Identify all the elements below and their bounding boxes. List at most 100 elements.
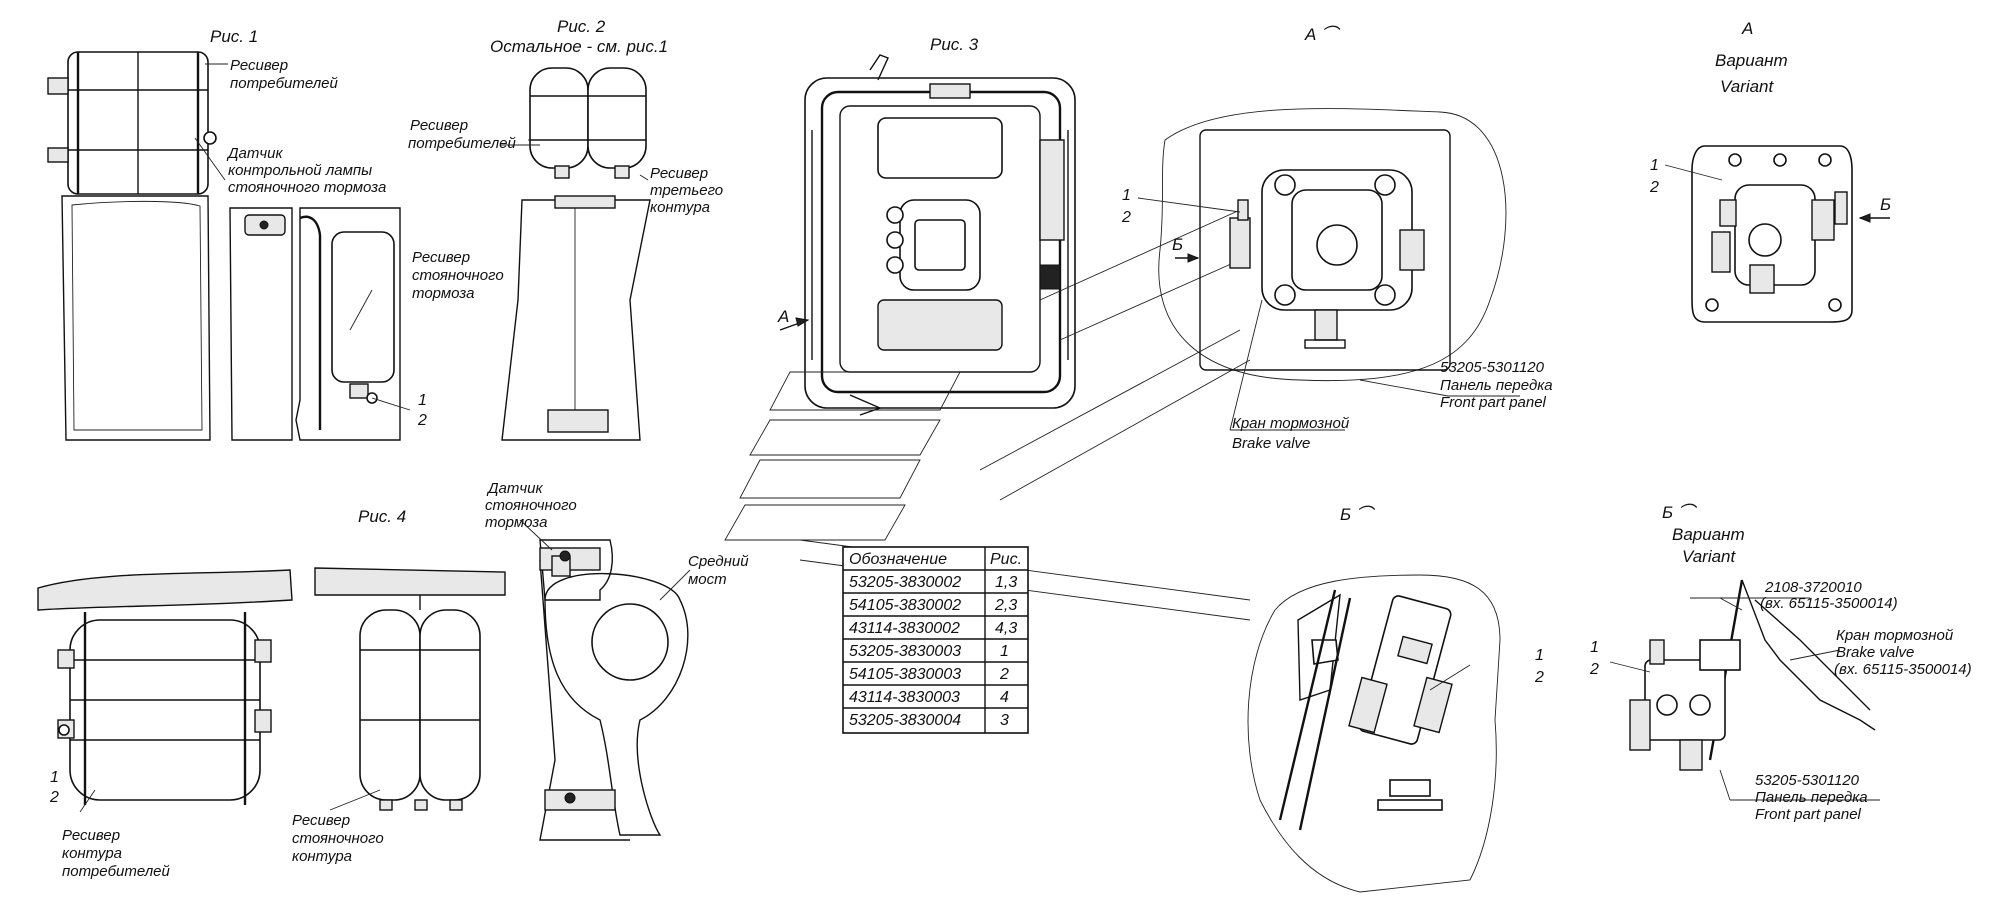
view-b-title: Б ⌒ [1340,505,1376,524]
view-a-panel-code: 53205-5301120 [1440,359,1545,376]
fig4-callout-2: 2 [49,789,59,806]
fig2-third-circuit-line3: контура [650,199,710,216]
fig4-parking-circuit-line3: контура [292,848,352,865]
figure-4: Рис. 4 [37,480,749,880]
fig2-third-circuit-line2: третьего [650,182,723,199]
view-a-panel-ru: Панель передка [1440,377,1553,394]
fig2-third-circuit-line1: Ресивер [650,165,708,182]
table-cell: 54105-3830003 [849,666,961,683]
fig4-title: Рис. 4 [358,507,406,526]
fig1-parking-receiver-line2: стояночного [412,267,504,284]
view-a-variant-title: А [1741,19,1753,38]
view-b-variant-en: Variant [1682,547,1737,566]
view-b-variant-panel-ru: Панель передка [1755,789,1868,806]
view-b-variant-valve-en: Brake valve [1836,644,1914,661]
table-cell: 1 [1000,643,1009,660]
frame-rail-middle [229,207,293,441]
fig4-parking-sensor-line2: стояночного [485,497,577,514]
view-b-variant-ru: Вариант [1672,525,1745,544]
fig4-consumer-circuit-line2: контура [62,845,122,862]
view-b-variant-callout-2: 2 [1589,661,1599,678]
fig1-consumer-receiver-line2: потребителей [230,75,339,92]
fig2-consumer-receiver-line1: Ресивер [410,117,468,134]
fig4-parking-circuit-line1: Ресивер [292,812,350,829]
view-a-panel-outline [1158,108,1507,382]
view-b-variant-panel-en: Front part panel [1755,806,1862,823]
view-a: А ⌒ 1 2 Б 53205-5301120 Панель передка [1121,25,1553,452]
fig1-callout-2: 2 [417,412,427,429]
view-a-valve-ru: Кран тормозной [1232,415,1350,432]
fig2-title-line1: Рис. 2 [557,17,606,36]
view-a-arrow-b: Б [1172,235,1183,254]
fig4-parking-receiver-drawing [359,595,481,811]
table-header-designation: Обозначение [849,551,947,568]
fig2-receivers-drawing [529,67,647,179]
view-b-outline [1247,574,1501,893]
fig3-title: Рис. 3 [930,35,979,54]
middle-axle-drawing [539,539,689,841]
table-cell: 43114-3830003 [849,689,960,706]
figure-3: Рис. 3 А [724,35,1251,621]
view-a-callout-2: 2 [1121,209,1131,226]
view-a-variant-callout-1: 1 [1650,157,1659,174]
view-a-title: А ⌒ [1304,25,1341,44]
fig2-title-line2: Остальное - см. рис.1 [490,37,668,56]
fig2-frame [501,199,651,441]
fig4-consumer-circuit-line1: Ресивер [62,827,120,844]
fig3-view-arrow: А [777,307,789,326]
fig1-parking-receiver-line1: Ресивер [412,249,470,266]
cab-top-view-drawing [804,54,1076,416]
view-b-valve-drawing [1278,589,1453,831]
view-b-variant-title: Б ⌒ [1662,503,1698,522]
table-cell: 2 [999,666,1009,683]
fig2-consumer-receiver-line2: потребителей [408,135,517,152]
fig4-consumer-receiver-drawing [57,612,272,805]
variant-valve-drawing [1691,145,1853,323]
table-cell: 53205-3830004 [849,712,961,729]
fig4-parking-circuit-line2: стояночного [292,830,384,847]
brake-valve-drawing [1229,169,1425,349]
view-b-variant-valve-ru: Кран тормозной [1836,627,1954,644]
fig1-callout-1: 1 [418,392,427,409]
view-b-variant-drawing [1629,579,1876,771]
view-a-panel-en: Front part panel [1440,394,1547,411]
fig1-lamp-sensor-line2: контрольной лампы [228,162,372,179]
view-b-variant-part-code: 2108-3720010 [1764,579,1862,596]
view-b-callout-1: 1 [1535,647,1544,664]
table-cell: 2,3 [994,597,1017,614]
view-b-variant-panel-code: 53205-5301120 [1755,772,1860,789]
view-a-variant-arrow-b: Б [1880,195,1891,214]
table-cell: 3 [1000,712,1009,729]
fig4-callout-1: 1 [50,769,59,786]
fig4-middle-axle-line1: Средний [688,553,749,570]
view-a-variant-en: Variant [1720,77,1775,96]
fig4-middle-axle-line2: мост [688,571,727,588]
view-b-variant: Б ⌒ Вариант Variant 2108-3720010 (вх. 65… [1589,503,1972,823]
parking-receiver-drawing [295,207,401,441]
fig1-lamp-sensor-line1: Датчик [226,145,284,162]
designation-table: Обозначение Рис. 53205-3830002 1,3 54105… [842,546,1029,734]
view-b: Б ⌒ 1 2 [1247,505,1544,893]
fig1-title: Рис. 1 [210,27,258,46]
fig4-parking-sensor-line3: тормоза [485,514,547,531]
figure-1: Рис. 1 Р [47,27,504,441]
table-cell: 53205-3830002 [849,574,961,591]
consumer-receiver-drawing [47,51,217,195]
view-b-variant-part-ref: (вх. 65115-3500014) [1760,595,1898,612]
view-a-variant: А Вариант Variant 1 2 Б [1649,19,1891,323]
fig1-consumer-receiver-line1: Ресивер [230,57,288,74]
view-a-callout-1: 1 [1122,187,1131,204]
figure-2: Рис. 2 Остальное - см. рис.1 Ресивер пот… [408,17,723,441]
table-cell: 1,3 [995,574,1017,591]
table-cell: 53205-3830003 [849,643,961,660]
table-header-figure: Рис. [990,551,1022,568]
view-a-variant-ru: Вариант [1715,51,1788,70]
view-b-variant-valve-ref: (вх. 65115-3500014) [1834,661,1972,678]
frame-rail-left [61,195,211,441]
view-a-valve-en: Brake valve [1232,435,1310,452]
table-cell: 4,3 [995,620,1017,637]
fig1-lamp-sensor-line3: стояночного тормоза [228,179,386,196]
view-a-variant-callout-2: 2 [1649,179,1659,196]
view-b-variant-callout-1: 1 [1590,639,1599,656]
